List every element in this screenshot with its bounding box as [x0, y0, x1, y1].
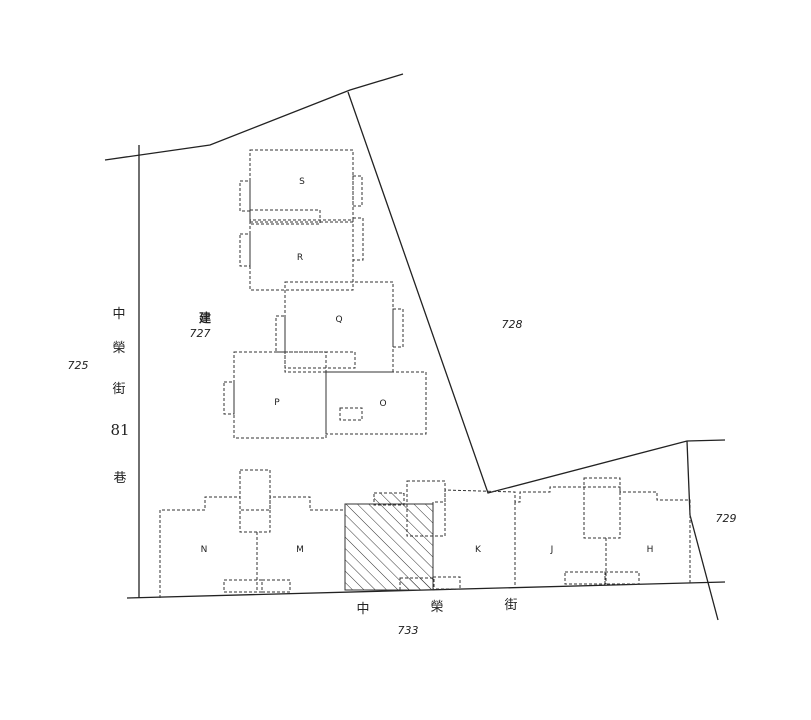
building-mark: 建	[198, 310, 212, 325]
east-boundary-728	[347, 91, 726, 494]
row-outline-west	[159, 496, 346, 598]
plot-number-725: 725	[68, 359, 89, 372]
side-street-char: 81	[110, 421, 129, 439]
unit-s	[239, 149, 363, 225]
plot-numbers: 725 建 727 728 729 733	[68, 310, 737, 637]
hatched-unit-l-top	[373, 492, 405, 506]
unit-label-o: O	[379, 399, 386, 409]
unit-label-h: H	[647, 545, 654, 555]
main-street-label: 中 榮 街	[356, 598, 517, 617]
side-street-char: 街	[112, 382, 125, 397]
unit-label-p: P	[274, 398, 280, 408]
lower-row	[159, 469, 691, 598]
upper-cluster	[223, 149, 427, 439]
main-street-char: 榮	[430, 600, 443, 615]
unit-label-l: L	[407, 543, 412, 553]
east-boundary-729	[686, 440, 719, 621]
unit-label-n: N	[201, 545, 208, 555]
plot-number-729: 729	[716, 512, 737, 525]
unit-label-m: M	[296, 545, 304, 555]
unit-labels: S R Q P O N M L K J H	[201, 177, 654, 555]
plot-number-728: 728	[502, 318, 523, 331]
side-street-label: 中 榮 街 81 巷	[110, 307, 129, 486]
core-l-k	[406, 480, 446, 537]
unit-o	[325, 371, 427, 435]
side-street-char: 巷	[113, 471, 126, 486]
core-j-h	[583, 477, 621, 539]
side-street-char: 榮	[112, 341, 125, 356]
side-street-char: 中	[112, 307, 125, 322]
unit-label-s: S	[299, 177, 305, 187]
unit-label-q: Q	[335, 315, 342, 325]
unit-label-r: R	[297, 253, 303, 263]
unit-r	[239, 217, 364, 291]
main-street-char: 街	[504, 598, 517, 613]
row-outline-east	[432, 486, 691, 590]
unit-q	[275, 281, 404, 373]
hatched-unit-l	[344, 503, 434, 591]
main-street-char: 中	[356, 602, 369, 617]
hatched-unit-l-bottom	[399, 577, 435, 591]
core-n-m	[239, 469, 271, 533]
plot-number-733: 733	[398, 624, 419, 637]
unit-p	[223, 351, 327, 439]
north-boundary	[104, 73, 404, 161]
unit-label-j: J	[550, 545, 554, 555]
plot-number-727: 727	[190, 327, 211, 340]
unit-label-k: K	[475, 545, 482, 555]
